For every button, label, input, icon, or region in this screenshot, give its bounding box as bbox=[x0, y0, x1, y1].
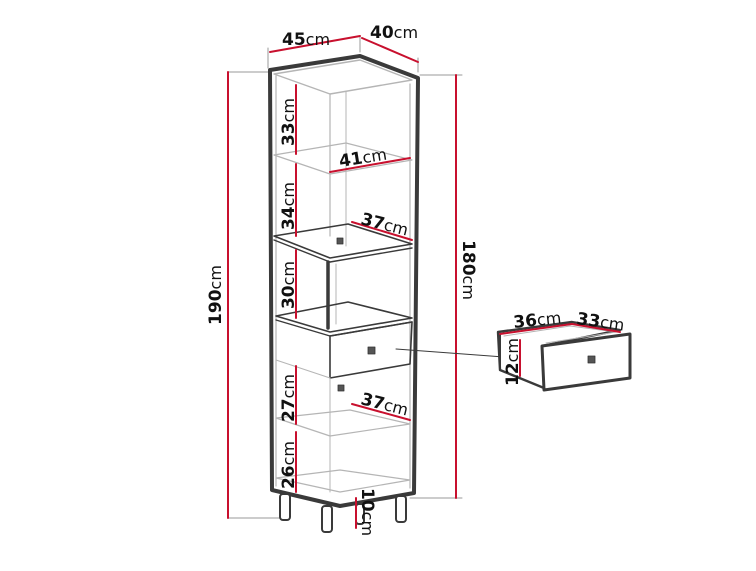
overall-dimension-lines bbox=[227, 35, 463, 519]
drawer-box-front bbox=[540, 332, 632, 392]
bottom-panel bbox=[275, 469, 411, 493]
drawer-leader-line bbox=[395, 348, 519, 359]
leg-front-left bbox=[279, 493, 291, 521]
leg-height-label: 10cm bbox=[357, 488, 377, 536]
total-height-label: 190cm bbox=[206, 265, 226, 325]
body-height-label: 180cm bbox=[458, 240, 478, 300]
shelf-2 bbox=[273, 223, 413, 259]
cabinet-outline bbox=[268, 54, 420, 508]
overall-dimension-arrows bbox=[227, 35, 457, 519]
drawer-height-label: 12cm bbox=[503, 338, 523, 386]
shelf-3 bbox=[275, 409, 411, 437]
compartment-5-label: 26cm bbox=[279, 441, 299, 489]
compartment-3-label: 30cm bbox=[279, 261, 299, 309]
shelf-2-knob bbox=[336, 237, 344, 245]
drawer-depth-label: 33cm bbox=[575, 309, 625, 335]
drawer-knob bbox=[367, 346, 376, 355]
shelf-1-width-label: 41cm bbox=[338, 145, 389, 172]
compartment-4-label: 27cm bbox=[279, 374, 299, 422]
top-panel bbox=[273, 59, 413, 95]
width-label: 45cm bbox=[282, 30, 330, 50]
niche-floor bbox=[275, 301, 413, 333]
inner-dimension-lines bbox=[295, 84, 413, 529]
legs bbox=[279, 493, 407, 533]
drawer-width-label: 36cm bbox=[512, 308, 562, 333]
shelf-1 bbox=[273, 142, 413, 175]
depth-label: 40cm bbox=[370, 23, 418, 43]
compartment-2-label: 34cm bbox=[279, 182, 299, 230]
depth-line bbox=[361, 37, 419, 63]
width-line bbox=[269, 35, 361, 53]
door-knob bbox=[337, 384, 345, 392]
leg-front-mid bbox=[321, 505, 333, 533]
drawer-detail-knob bbox=[587, 355, 596, 364]
compartment-1-label: 33cm bbox=[279, 98, 299, 146]
drawer-detail bbox=[395, 320, 632, 392]
leg-back-right bbox=[395, 495, 407, 523]
drawer-front bbox=[329, 321, 413, 379]
